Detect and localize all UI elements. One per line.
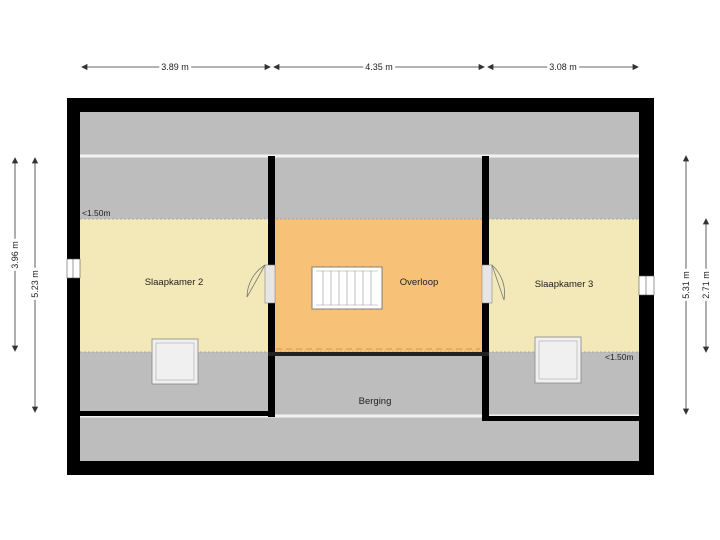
dim-right-inner: 2.71 m [700,269,712,301]
dim-top-left: 3.89 m [159,61,191,73]
height-note-right: <1.50m [605,352,634,362]
wall-room3-left-low [482,303,489,421]
staircase [311,266,383,310]
dim-top-mid: 4.35 m [363,61,395,73]
wall-room2-bottom [80,411,275,416]
room-label-overloop: Overloop [399,277,439,288]
slaapkamer-3-area [489,219,639,352]
door-slaapkamer-3 [481,264,505,304]
room-label-slaapkamer-3: Slaapkamer 3 [534,279,594,290]
room-label-slaapkamer-2: Slaapkamer 2 [144,277,204,288]
window-left [66,258,81,279]
skylight-slaapkamer-3 [534,336,582,384]
height-note-left: <1.50m [82,208,111,218]
dim-right-outer: 5.31 m [680,269,692,301]
skylight-slaapkamer-2 [151,338,199,385]
door-slaapkamer-2 [246,264,276,304]
wall-room2-right-low [268,303,275,417]
wall-room3-left [482,156,489,265]
dim-left-inner: 3.96 m [9,239,21,271]
wall-room3-bottom [482,416,639,421]
wall-overloop-bottom [268,352,489,356]
dim-left-outer: 5.23 m [29,268,41,300]
wall-room2-right [268,156,275,265]
dim-top-right: 3.08 m [547,61,579,73]
room-label-berging: Berging [358,396,392,407]
window-right [638,275,655,296]
slaapkamer-2-area [80,219,268,352]
